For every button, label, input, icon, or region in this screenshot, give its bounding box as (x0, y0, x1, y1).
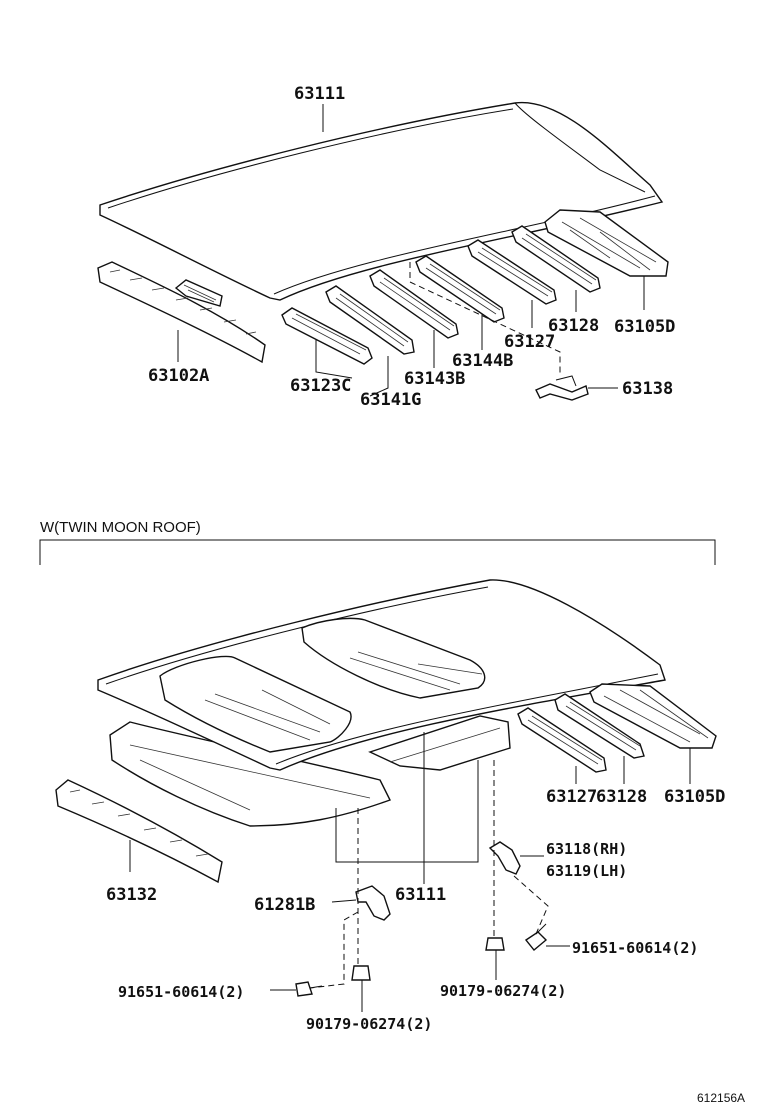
bolt-left[interactable] (295, 981, 323, 997)
roof-panel-lower[interactable] (97, 579, 666, 771)
label-bolt-right: 91651-60614(2) (572, 939, 698, 957)
label-nut-right: 90179-06274(2) (440, 982, 566, 1000)
rear-header-lower[interactable] (589, 683, 717, 749)
front-header-upper[interactable] (97, 261, 266, 364)
label-bow-2: 63141G (360, 390, 421, 410)
nut-right[interactable] (485, 937, 505, 951)
label-bracket-center: 61281B (254, 895, 315, 915)
label-bolt-left: 91651-60614(2) (118, 983, 244, 1001)
nut-left[interactable] (351, 965, 371, 981)
section-caption: W(TWIN MOON ROOF) (40, 519, 201, 536)
bracket-63138[interactable] (535, 375, 589, 401)
section-bracket (39, 539, 716, 565)
moon-roof-frame[interactable] (109, 715, 511, 827)
roof-bow-lower-63127[interactable] (517, 707, 607, 773)
roof-bow-63123c[interactable] (281, 307, 373, 365)
label-bracket-63138: 63138 (622, 379, 673, 399)
rear-header-upper[interactable] (544, 209, 669, 277)
label-bow-b: 63128 (596, 787, 647, 807)
label-bow-5: 63127 (504, 332, 555, 352)
label-bow-4: 63144B (452, 351, 513, 371)
label-roof-panel-upper: 63111 (294, 84, 345, 104)
label-rear-header-lower: 63105D (664, 787, 725, 807)
label-bow-6: 63128 (548, 316, 599, 336)
label-bracket-lh: 63119(LH) (546, 862, 627, 880)
bracket-61281b[interactable] (355, 885, 391, 921)
roof-bow-lower-63128[interactable] (554, 693, 645, 759)
roof-panel-upper[interactable] (99, 101, 664, 301)
label-nut-left: 90179-06274(2) (306, 1015, 432, 1033)
roof-bow-63143b[interactable] (369, 269, 459, 339)
upper-assembly (97, 101, 669, 401)
label-bow-3: 63143B (404, 369, 465, 389)
label-roof-panel-lower: 63111 (395, 885, 446, 905)
label-front-header-lower: 63132 (106, 885, 157, 905)
label-bracket-rh: 63118(RH) (546, 840, 627, 858)
roof-bow-63128[interactable] (511, 225, 601, 293)
roof-bow-63141g[interactable] (325, 285, 415, 355)
roof-bow-63144b[interactable] (415, 255, 505, 323)
label-bow-1: 63123C (290, 376, 351, 396)
label-rear-header-upper: 63105D (614, 317, 675, 337)
lower-assembly (55, 579, 717, 1012)
front-header-lower[interactable] (55, 779, 223, 884)
roof-bow-63127[interactable] (467, 239, 557, 305)
bolt-right[interactable] (524, 923, 548, 951)
label-bow-a: 63127 (546, 787, 597, 807)
figure-id: 612156A (697, 1091, 745, 1105)
bracket-63118-63119[interactable] (488, 841, 521, 875)
label-front-header-upper: 63102A (148, 366, 209, 386)
